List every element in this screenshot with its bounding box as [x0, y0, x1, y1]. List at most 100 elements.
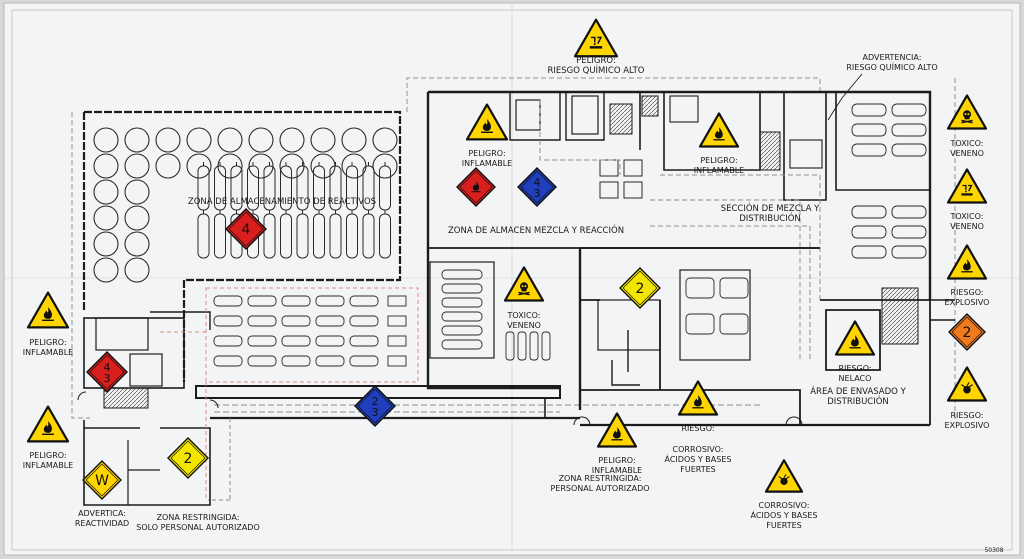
- restricted-left-label-2: SOLO PERSONAL AUTORIZADO: [136, 523, 260, 532]
- storage-tank-horizontal: [891, 123, 927, 137]
- warning-sign-text: VENENO: [950, 222, 984, 231]
- mixing-section-label-2: DISTRIBUCIÓN: [739, 212, 801, 224]
- warning-sign-tox-center: TOXICO:VENENO: [503, 266, 545, 330]
- warning-sign-text: VENENO: [950, 149, 984, 158]
- diamond-rating: 2: [184, 451, 193, 467]
- storage-tank: [93, 153, 119, 179]
- restricted-zone-outline: [160, 287, 419, 500]
- storage-tank: [124, 179, 150, 205]
- storage-tank-horizontal: [851, 245, 887, 259]
- warning-sign-text: PELIGRO:: [29, 451, 66, 460]
- diamond-rating: 4: [242, 222, 251, 238]
- dosing-column: [541, 331, 551, 361]
- horizontal-cylinder: [315, 355, 345, 367]
- restricted-left-label-1: ZONA RESTRINGIDA:: [157, 513, 240, 522]
- door-symbols: [77, 391, 803, 426]
- warning-sign-riesgo-nelaco: RIESGO:NELACO: [834, 320, 876, 383]
- diamond-rating: 3: [534, 187, 541, 200]
- reactivity-sign-line-1: ADVERTICA:: [78, 509, 126, 518]
- warning-sign-text: PELIGRO:: [700, 156, 737, 165]
- process-rooms: [429, 247, 820, 425]
- storage-tank: [93, 205, 119, 231]
- process-vessel: [441, 325, 483, 336]
- explosion-icon: [961, 382, 973, 394]
- warning-sign-text: INFLAMABLE: [694, 166, 744, 175]
- hazard-diamond-storage-4: 4: [225, 208, 267, 250]
- hazard-diamond-mix-43: 43: [517, 167, 557, 207]
- flame-icon: [692, 395, 704, 409]
- callout-warning-line-1: ADVERTENCIA:: [863, 53, 922, 62]
- corrosive-icon: [589, 36, 603, 49]
- reactor-unit: [623, 159, 643, 177]
- packaging-label-2: DISTRIBUCIÓN: [827, 395, 889, 407]
- storage-zone: [82, 110, 402, 382]
- process-vessel: [441, 339, 483, 350]
- hazard-diamond-left-43: 43: [86, 351, 128, 393]
- mixing-zone-label: ZONA DE ALMACEN MEZCLA Y REACCIÓN: [448, 224, 624, 236]
- warning-sign-text: FUERTES: [766, 521, 802, 530]
- corrosive-icon: [961, 184, 973, 196]
- warning-sign-riesgo-mid: RIESGO:: [677, 380, 719, 433]
- warning-sign-text: EXPLOSIVO: [945, 298, 990, 307]
- hazard-diamond-left-2: 2: [167, 437, 209, 479]
- warning-sign-flam-left-2: PELIGRO:INFLAMABLE: [23, 405, 73, 470]
- sheet-stamp: 50308: [984, 547, 1003, 554]
- warning-sign-expl-right-1: RIESGO:EXPLOSIVO: [945, 244, 990, 307]
- warning-sign-text: RIESGO:: [950, 288, 983, 297]
- warning-sign-text: PELIGRO:: [468, 149, 505, 158]
- warning-sign-text: INFLAMABLE: [23, 461, 73, 470]
- diamond-rating: W: [95, 473, 109, 489]
- warning-sign-text: INFLAMABLE: [23, 348, 73, 357]
- storage-tank: [341, 127, 367, 153]
- flame-icon: [42, 421, 54, 435]
- horizontal-cylinder: [247, 335, 277, 347]
- storage-tank: [124, 127, 150, 153]
- warning-sign-text: PELIGRO:: [29, 338, 66, 347]
- diamond-rating: 3: [104, 372, 111, 385]
- storage-tank-horizontal: [851, 103, 887, 117]
- mixing-tank: [719, 277, 749, 299]
- process-vessel: [441, 283, 483, 294]
- outer-dashed-route: [406, 77, 956, 420]
- callout-warning-line-2: RIESGO QUÍMICO ALTO: [846, 61, 937, 72]
- process-vessel: [441, 311, 483, 322]
- horizontal-cylinder: [213, 315, 243, 327]
- storage-tank: [155, 153, 181, 179]
- warning-sign-text: NELACO: [839, 374, 872, 383]
- hazard-signs: PELIGRO:INFLAMABLEPELIGRO:INFLAMABLEPELI…: [23, 94, 990, 530]
- process-vessel: [441, 297, 483, 308]
- flame-icon: [611, 427, 623, 441]
- storage-tank-horizontal: [851, 123, 887, 137]
- warning-sign-text: ÁCIDOS Y BASES: [665, 453, 732, 464]
- warning-sign-text: RIESGO:: [950, 411, 983, 420]
- mixing-tank: [685, 313, 715, 335]
- horizontal-cylinder: [213, 355, 243, 367]
- skull-icon: [961, 110, 973, 124]
- storage-zone-label: ZONA DE ALMACENAMIENTO DE REACTIVOS: [188, 197, 376, 207]
- storage-tank: [93, 257, 119, 283]
- warning-sign-text: EXPLOSIVO: [945, 421, 990, 430]
- warning-sign-text: TOXICO:: [950, 139, 984, 148]
- storage-tank: [124, 153, 150, 179]
- left-dashed-route: [71, 112, 90, 419]
- storage-tank: [186, 127, 212, 153]
- dosing-column: [517, 331, 527, 361]
- warning-sign-text: PELIGRO:: [598, 456, 635, 465]
- warning-sign-text: CORROSIVO:: [673, 445, 724, 454]
- left-rooms: [83, 311, 211, 506]
- process-vessels: [441, 269, 749, 361]
- horizontal-cylinder: [247, 295, 277, 307]
- storage-tank-horizontal: [891, 143, 927, 157]
- restricted-bottom-label-2: PERSONAL AUTORIZADO: [550, 484, 649, 493]
- storage-tank-horizontal: [851, 143, 887, 157]
- storage-tank: [372, 153, 398, 179]
- storage-tank-grid: [93, 127, 398, 283]
- process-vessel: [441, 269, 483, 280]
- horizontal-cylinder: [247, 355, 277, 367]
- flame-icon: [42, 307, 54, 321]
- explosion-icon: [778, 474, 790, 485]
